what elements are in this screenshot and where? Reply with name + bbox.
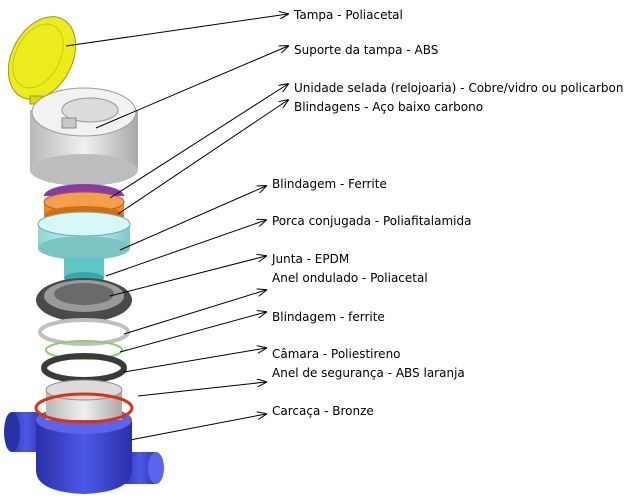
junta-part: [36, 278, 132, 322]
porca-part: [37, 211, 131, 284]
label-suporte: Suporte da tampa - ABS: [294, 43, 439, 57]
arrow-junta: [109, 256, 266, 297]
arrow-tampa: [65, 14, 288, 47]
anel-seguranca-part: [34, 392, 134, 424]
arrow-camara: [123, 348, 266, 373]
label-blindagem-ferrite-2: Blindagem - ferrite: [272, 310, 385, 324]
label-carcaca: Carcaça - Bronze: [272, 404, 374, 418]
arrow-anel-ondulado: [123, 290, 266, 335]
leader-arrows: [65, 14, 288, 441]
carcaca-part: [4, 406, 164, 494]
label-anel-seguranca: Anel de segurança - ABS laranja: [272, 366, 465, 380]
label-blindagem-ferrite-1: Blindagem - Ferrite: [272, 177, 387, 191]
arrow-blindagens: [117, 100, 288, 215]
label-camara: Câmara - Poliestireno: [272, 347, 401, 361]
arrow-blindagem-ferrite-1: [119, 186, 266, 251]
arrow-porca: [105, 220, 266, 277]
arrow-anel-seguranca: [137, 382, 266, 397]
arrow-suporte: [95, 46, 288, 129]
label-junta: Junta - EPDM: [272, 252, 350, 266]
anel-ondulado-part: [38, 318, 130, 346]
label-porca: Porca conjugada - Poliafitalamida: [272, 214, 472, 228]
label-tampa: Tampa - Poliacetal: [294, 8, 403, 22]
arrow-unidade: [109, 84, 288, 199]
arrow-blindagem-ferrite-2: [119, 312, 266, 353]
arrow-carcaca: [129, 414, 266, 441]
suporte-part: [30, 87, 138, 186]
label-blindagens: Blindagens - Aço baixo carbono: [294, 100, 484, 114]
camara-part: [45, 379, 123, 420]
label-unidade: Unidade selada (relojoaria) - Cobre/vidr…: [294, 81, 624, 95]
label-anel-ondulado: Anel ondulado - Poliacetal: [272, 271, 428, 285]
